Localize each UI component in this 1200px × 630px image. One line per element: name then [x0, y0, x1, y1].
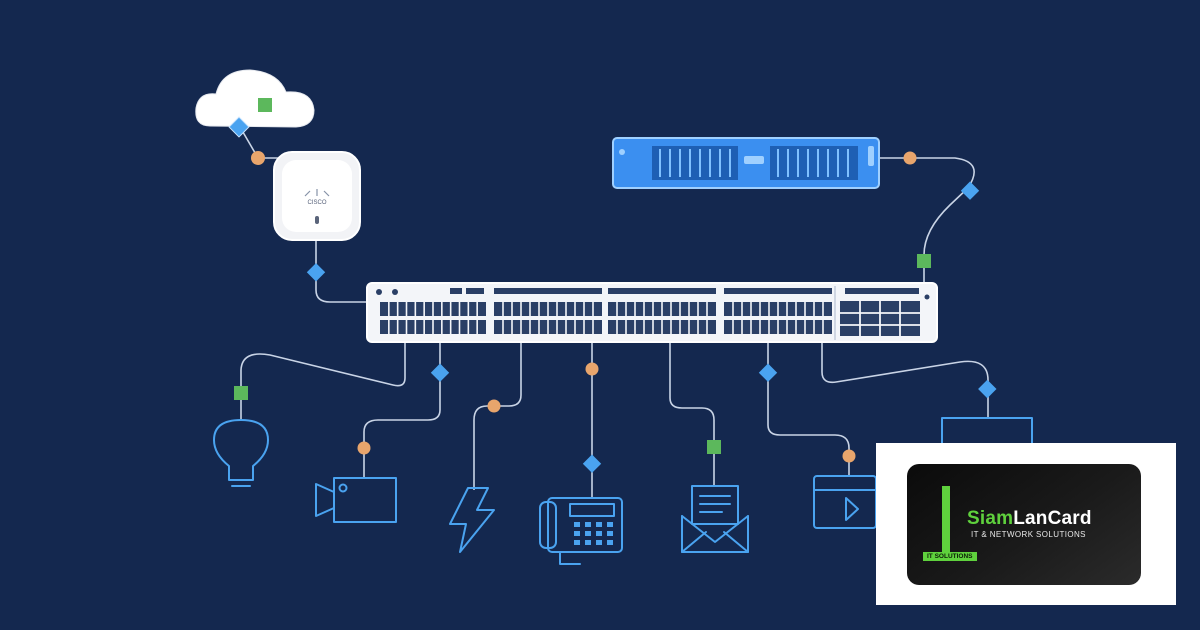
logo-tagline: IT & NETWORK SOLUTIONS: [971, 530, 1086, 539]
brand-logo: SiamLanCard IT & NETWORK SOLUTIONS IT SO…: [907, 464, 1141, 585]
network-switch-icon[interactable]: [366, 282, 938, 343]
blue-diamond-marker: [228, 116, 250, 138]
switch-to-server-line: [880, 157, 975, 284]
switch-to-monitor-line: [821, 342, 989, 418]
orange-dot-marker: [487, 399, 501, 413]
connector-markers: [228, 98, 997, 473]
cloud-icon: [195, 69, 315, 128]
orange-dot-marker: [357, 441, 371, 455]
logo-name-siam: Siam: [967, 508, 1014, 529]
blue-diamond-marker: [978, 379, 997, 399]
orange-dot-marker: [585, 362, 599, 376]
access-point-brand: CISCO: [307, 200, 326, 206]
brand-logo-card: SiamLanCard IT & NETWORK SOLUTIONS IT SO…: [876, 443, 1180, 609]
switch-to-email-line: [669, 342, 715, 486]
blue-diamond-marker: [430, 363, 450, 382]
blue-diamond-marker: [960, 181, 980, 200]
logo-name-lancard: LanCard: [1013, 508, 1092, 529]
video-camera-icon: [315, 477, 397, 523]
logo-company-name: SiamLanCard: [967, 508, 1092, 530]
logo-accent-bar: [942, 486, 950, 556]
green-square-marker: [707, 440, 721, 454]
blue-diamond-marker: [306, 263, 326, 282]
switch-to-lightbulb-line: [240, 342, 406, 420]
envelope-icon: [681, 485, 749, 553]
orange-dot-marker: [842, 449, 856, 463]
logo-badge: IT SOLUTIONS: [923, 552, 977, 561]
blue-diamond-marker: [758, 363, 778, 382]
switch-to-video-line: [767, 342, 850, 476]
orange-dot-marker: [903, 151, 917, 165]
lightbulb-icon: [213, 419, 269, 487]
blue-diamond-marker: [582, 454, 602, 473]
desk-phone-icon: [539, 497, 623, 565]
green-square-marker: [234, 386, 248, 400]
switch-to-camera-line: [363, 342, 441, 478]
green-square-marker: [917, 254, 931, 268]
wireless-access-point-icon[interactable]: CISCO: [273, 151, 361, 241]
ap-to-switch-line: [315, 238, 368, 303]
server-rack-icon[interactable]: [612, 137, 880, 189]
lightning-bolt-icon: [449, 487, 495, 553]
green-square-marker: [258, 98, 272, 112]
orange-dot-marker: [251, 151, 265, 165]
